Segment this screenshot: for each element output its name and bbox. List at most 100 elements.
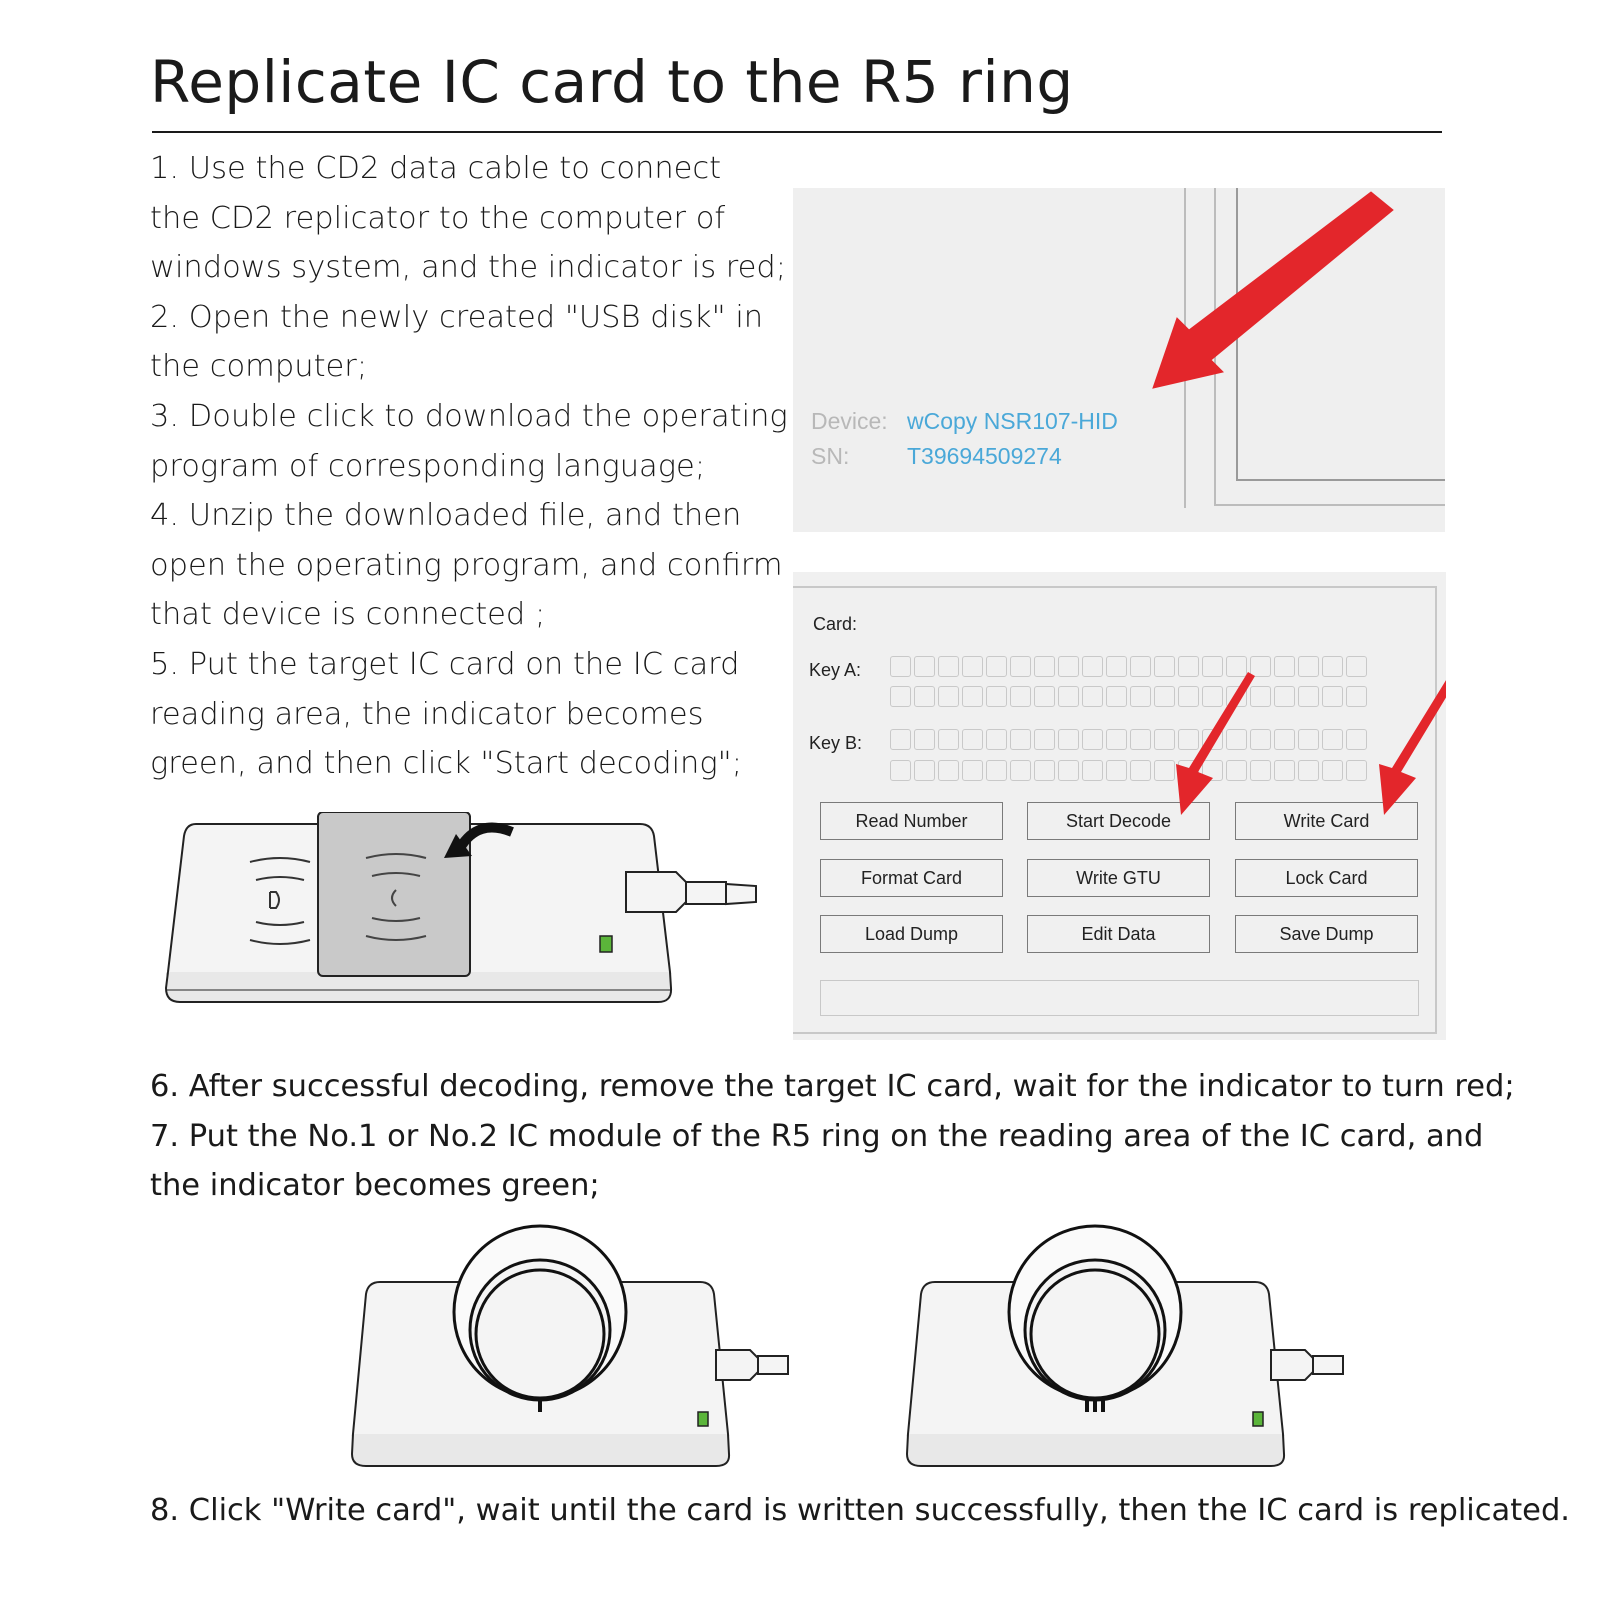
key-byte-box: [1010, 760, 1031, 781]
panel-divider: [1214, 188, 1216, 506]
key-byte-box: [938, 760, 959, 781]
load-dump-button[interactable]: Load Dump: [820, 915, 1003, 953]
key-byte-box: [1298, 656, 1319, 677]
sn-label: SN:: [811, 443, 850, 469]
key-byte-box: [962, 656, 983, 677]
key-byte-box: [1058, 686, 1079, 707]
key-byte-box: [1226, 656, 1247, 677]
key-byte-box: [1130, 729, 1151, 750]
key-byte-box: [1178, 656, 1199, 677]
key-byte-box: [1154, 729, 1175, 750]
ring-on-reader-illustration-1: [350, 1224, 789, 1467]
key-b-label: Key B:: [809, 733, 863, 753]
panel-divider: [1214, 504, 1445, 506]
key-byte-box: [1082, 760, 1103, 781]
key-b-row-1: [890, 729, 1367, 750]
write-card-button[interactable]: Write Card: [1235, 802, 1418, 840]
key-byte-box: [938, 656, 959, 677]
key-byte-box: [1346, 686, 1367, 707]
key-byte-box: [962, 686, 983, 707]
key-byte-box: [1082, 656, 1103, 677]
key-byte-box: [1106, 760, 1127, 781]
status-bar: [820, 980, 1419, 1016]
key-byte-box: [1130, 686, 1151, 707]
place-arrow-icon: [444, 822, 514, 858]
steps-bottom: 6. After successful decoding, remove the…: [150, 1062, 1515, 1211]
step-line: program of corresponding language;: [150, 448, 706, 484]
indicator-light: [1252, 1411, 1264, 1427]
key-byte-box: [1250, 760, 1271, 781]
ring-icon: [452, 1224, 628, 1412]
key-byte-box: [914, 686, 935, 707]
device-info-panel: Device: wCopy NSR107-HID SN: T3969450927…: [793, 188, 1445, 532]
panel-divider: [1236, 188, 1238, 480]
save-dump-button[interactable]: Save Dump: [1235, 915, 1418, 953]
key-byte-box: [890, 686, 911, 707]
key-byte-box: [1082, 729, 1103, 750]
usb-cable: [1270, 1349, 1344, 1381]
key-byte-box: [1322, 760, 1343, 781]
key-byte-box: [1034, 686, 1055, 707]
key-byte-box: [1202, 729, 1223, 750]
key-byte-box: [1130, 656, 1151, 677]
key-byte-box: [1202, 686, 1223, 707]
key-byte-box: [1034, 729, 1055, 750]
edit-data-button[interactable]: Edit Data: [1027, 915, 1210, 953]
key-byte-box: [1202, 656, 1223, 677]
panel-divider: [1184, 188, 1186, 508]
key-a-label: Key A:: [809, 660, 862, 680]
ring-icon: [1007, 1224, 1183, 1412]
key-byte-box: [986, 760, 1007, 781]
key-a-row-1: [890, 656, 1367, 677]
key-byte-box: [1106, 686, 1127, 707]
step-line: windows system, and the indicator is red…: [150, 250, 787, 286]
key-byte-box: [1346, 656, 1367, 677]
key-byte-box: [938, 729, 959, 750]
key-byte-box: [890, 729, 911, 750]
lock-card-button[interactable]: Lock Card: [1235, 859, 1418, 897]
key-byte-box: [914, 729, 935, 750]
usb-cable: [625, 871, 757, 913]
key-byte-box: [1274, 656, 1295, 677]
format-card-button[interactable]: Format Card: [820, 859, 1003, 897]
key-byte-box: [1058, 729, 1079, 750]
key-byte-box: [1274, 686, 1295, 707]
key-byte-box: [890, 760, 911, 781]
key-byte-box: [1154, 686, 1175, 707]
key-byte-box: [1178, 729, 1199, 750]
key-byte-box: [1010, 729, 1031, 750]
nfc-waves-icon: [365, 853, 427, 941]
key-byte-box: [1178, 686, 1199, 707]
steps-top: 1. Use the CD2 data cable to connect the…: [150, 144, 788, 789]
indicator-light: [697, 1411, 709, 1427]
key-byte-box: [962, 729, 983, 750]
start-decode-button[interactable]: Start Decode: [1027, 802, 1210, 840]
key-byte-box: [1322, 729, 1343, 750]
page-title: Replicate IC card to the R5 ring: [150, 48, 1074, 116]
read-number-button[interactable]: Read Number: [820, 802, 1003, 840]
step-line: that device is connected ;: [150, 597, 546, 633]
key-byte-box: [1034, 656, 1055, 677]
key-byte-box: [1010, 656, 1031, 677]
key-byte-box: [1154, 656, 1175, 677]
panel-divider: [1236, 479, 1445, 481]
key-byte-box: [1250, 729, 1271, 750]
key-byte-box: [1322, 686, 1343, 707]
key-byte-box: [1298, 686, 1319, 707]
step-line: the indicator becomes green;: [150, 1168, 600, 1204]
key-byte-box: [1274, 760, 1295, 781]
usb-cable: [715, 1349, 789, 1381]
key-byte-box: [1154, 760, 1175, 781]
write-gtu-button[interactable]: Write GTU: [1027, 859, 1210, 897]
key-byte-box: [914, 760, 935, 781]
key-byte-box: [1250, 686, 1271, 707]
key-byte-box: [1226, 686, 1247, 707]
step-line: open the operating program, and confirm: [150, 547, 783, 583]
key-byte-box: [1202, 760, 1223, 781]
key-byte-box: [1250, 656, 1271, 677]
key-b-row-2: [890, 760, 1367, 781]
step-line: green, and then click "Start decoding";: [150, 746, 742, 782]
step-line: the CD2 replicator to the computer of: [150, 200, 726, 236]
key-byte-box: [1058, 656, 1079, 677]
key-byte-box: [1082, 686, 1103, 707]
